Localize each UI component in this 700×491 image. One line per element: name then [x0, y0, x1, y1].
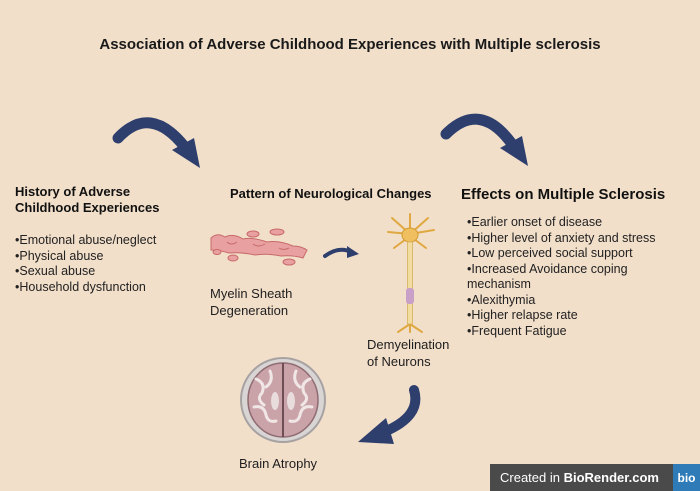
credit-text: Created in BioRender.com [500, 470, 659, 485]
history-list: Emotional abuse/neglect Physical abuse S… [15, 233, 195, 295]
small-arrow-icon [323, 246, 359, 258]
effects-list: Earlier onset of disease Higher level of… [467, 215, 689, 339]
list-item: Alexithymia [467, 293, 689, 309]
curved-arrow-icon [440, 113, 528, 166]
curved-arrow-icon [112, 117, 200, 168]
brain-label: Brain Atrophy [239, 456, 318, 471]
list-item: Frequent Fatigue [467, 324, 689, 340]
myelin-fragments-icon [210, 228, 308, 266]
list-item: Earlier onset of disease [467, 215, 689, 231]
history-heading: History of Adverse Childhood Experiences [15, 184, 160, 215]
list-item: Household dysfunction [15, 280, 195, 296]
list-item: Higher relapse rate [467, 308, 689, 324]
myelin-label: Myelin Sheath Degeneration [210, 286, 293, 318]
list-item: Higher level of anxiety and stress [467, 231, 689, 247]
demyelination-label: Demyelination of Neurons [367, 337, 450, 369]
biorender-logo-icon: bio [673, 464, 700, 491]
brain-icon [240, 357, 326, 443]
list-item: Sexual abuse [15, 264, 195, 280]
neuron-icon [387, 213, 435, 333]
diagram-title: Association of Adverse Childhood Experie… [99, 36, 601, 53]
curved-arrow-icon [358, 385, 421, 444]
list-item: Increased Avoidance coping mechanism [467, 262, 689, 293]
effects-heading: Effects on Multiple Sclerosis [461, 186, 666, 203]
list-item: Emotional abuse/neglect [15, 233, 195, 249]
biorender-credit-badge[interactable]: Created in BioRender.com bio [490, 464, 700, 491]
list-item: Low perceived social support [467, 246, 689, 262]
pattern-heading: Pattern of Neurological Changes [230, 186, 432, 201]
list-item: Physical abuse [15, 249, 195, 265]
